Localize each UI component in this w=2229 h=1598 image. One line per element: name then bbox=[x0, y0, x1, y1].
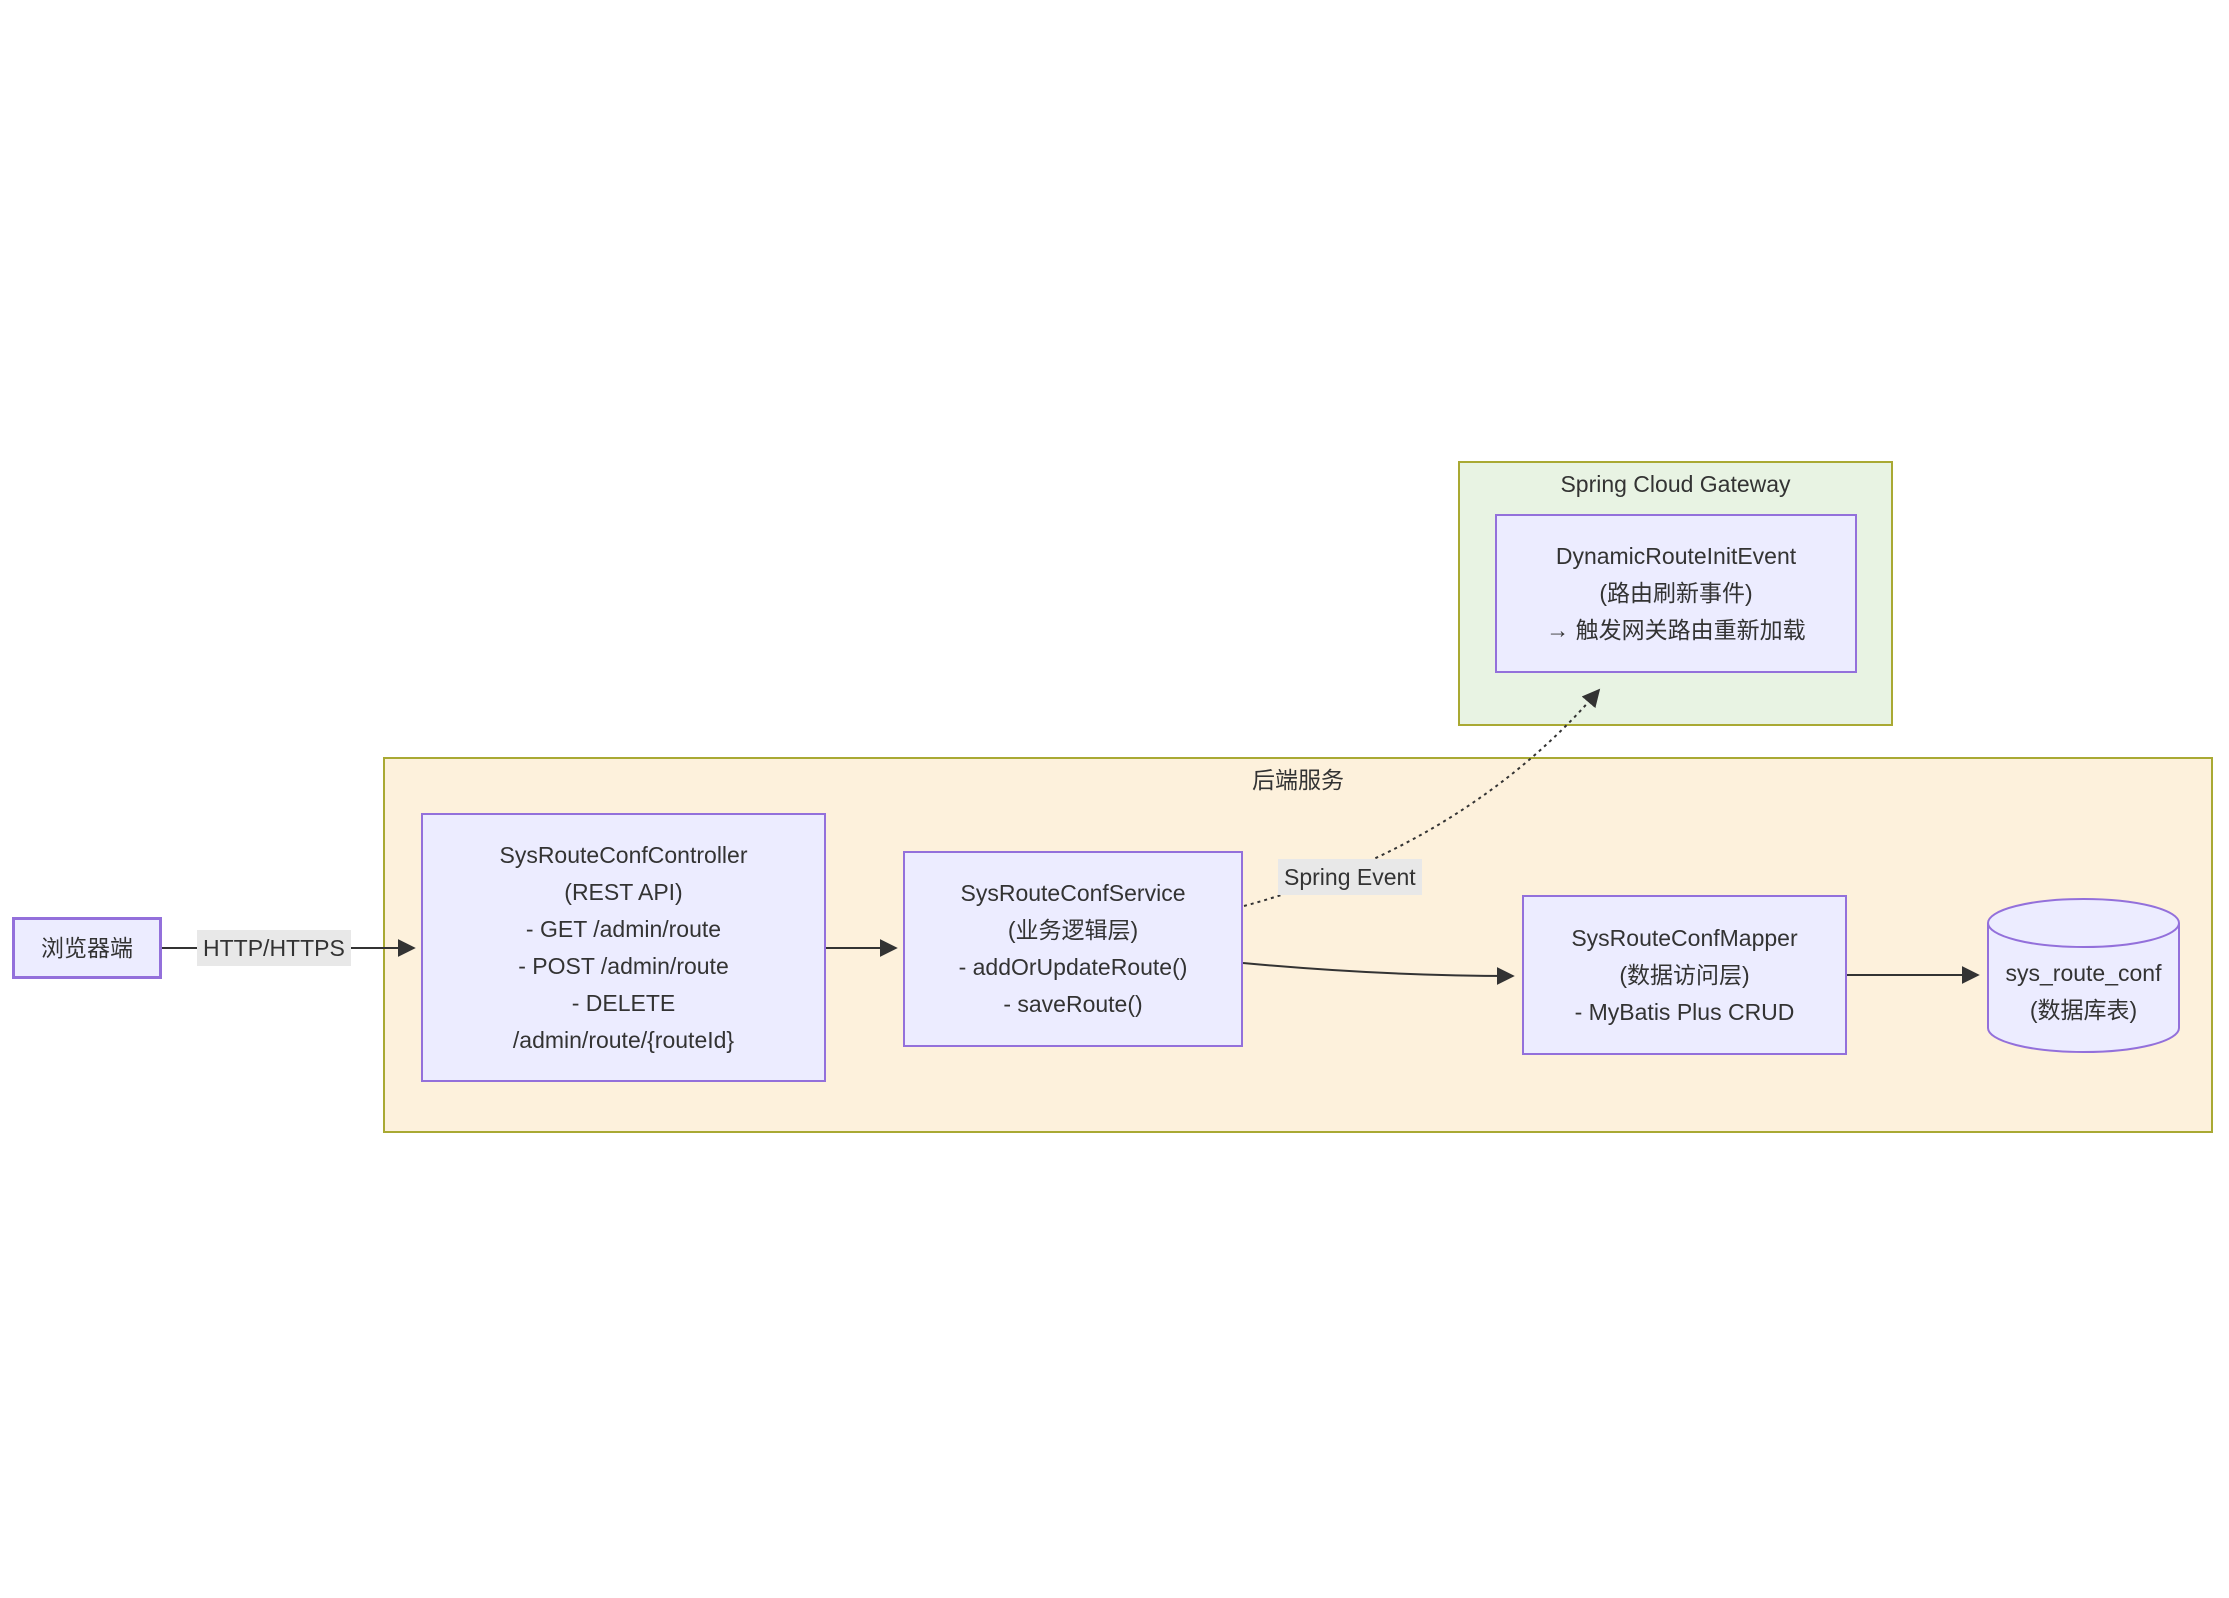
edge-label-spring-event: Spring Event bbox=[1278, 859, 1422, 895]
node-mapper-line: (数据访问层) bbox=[1619, 961, 1750, 988]
node-controller-line: /admin/route/{routeId} bbox=[512, 1026, 735, 1053]
node-browser: 浏览器端 bbox=[12, 917, 162, 979]
node-service-line: SysRouteConfService bbox=[960, 880, 1186, 906]
node-mapper-line: SysRouteConfMapper bbox=[1571, 924, 1798, 951]
node-service-line: (业务逻辑层) bbox=[1007, 917, 1139, 943]
node-sysrouteconfmapper: SysRouteConfMapper (数据访问层) - MyBatis Plu… bbox=[1522, 895, 1847, 1055]
node-controller-line: (REST API) bbox=[564, 878, 683, 905]
node-service-line: - addOrUpdateRoute() bbox=[958, 954, 1188, 980]
node-browser-label: 浏览器端 bbox=[41, 934, 133, 961]
node-controller-line: SysRouteConfController bbox=[499, 841, 748, 868]
node-sysrouteconfcontroller: SysRouteConfController (REST API) - GET … bbox=[421, 813, 826, 1082]
node-mapper-line: - MyBatis Plus CRUD bbox=[1574, 998, 1795, 1025]
node-event-line: → 触发网关路由重新加载 bbox=[1546, 617, 1806, 643]
node-sysrouteconfservice: SysRouteConfService (业务逻辑层) - addOrUpdat… bbox=[903, 851, 1243, 1047]
node-controller-line: - DELETE bbox=[571, 989, 676, 1016]
node-event-line: DynamicRouteInitEvent bbox=[1555, 543, 1797, 569]
node-controller-line: - GET /admin/route bbox=[525, 915, 722, 942]
node-event-line: (路由刷新事件) bbox=[1599, 580, 1753, 606]
node-database-line: sys_route_conf bbox=[2005, 960, 2162, 986]
cluster-gateway-label: Spring Cloud Gateway bbox=[1560, 471, 1791, 497]
node-service-line: - saveRoute() bbox=[1003, 991, 1143, 1017]
edge-service-to-mapper bbox=[1242, 962, 1515, 985]
node-database-line: (数据库表) bbox=[2029, 997, 2138, 1023]
edge-service-to-gateway-event-dotted bbox=[1243, 688, 1601, 907]
node-database-cylinder: sys_route_conf (数据库表) bbox=[1987, 898, 2180, 1053]
database-cylinder-shape bbox=[1987, 898, 2180, 1053]
edge-label-http-https: HTTP/HTTPS bbox=[197, 930, 351, 966]
node-dynamicrouteinitevent: DynamicRouteInitEvent (路由刷新事件) → 触发网关路由重… bbox=[1495, 514, 1857, 673]
cluster-backend-label: 后端服务 bbox=[1252, 767, 1344, 793]
node-controller-line: - POST /admin/route bbox=[518, 952, 729, 979]
